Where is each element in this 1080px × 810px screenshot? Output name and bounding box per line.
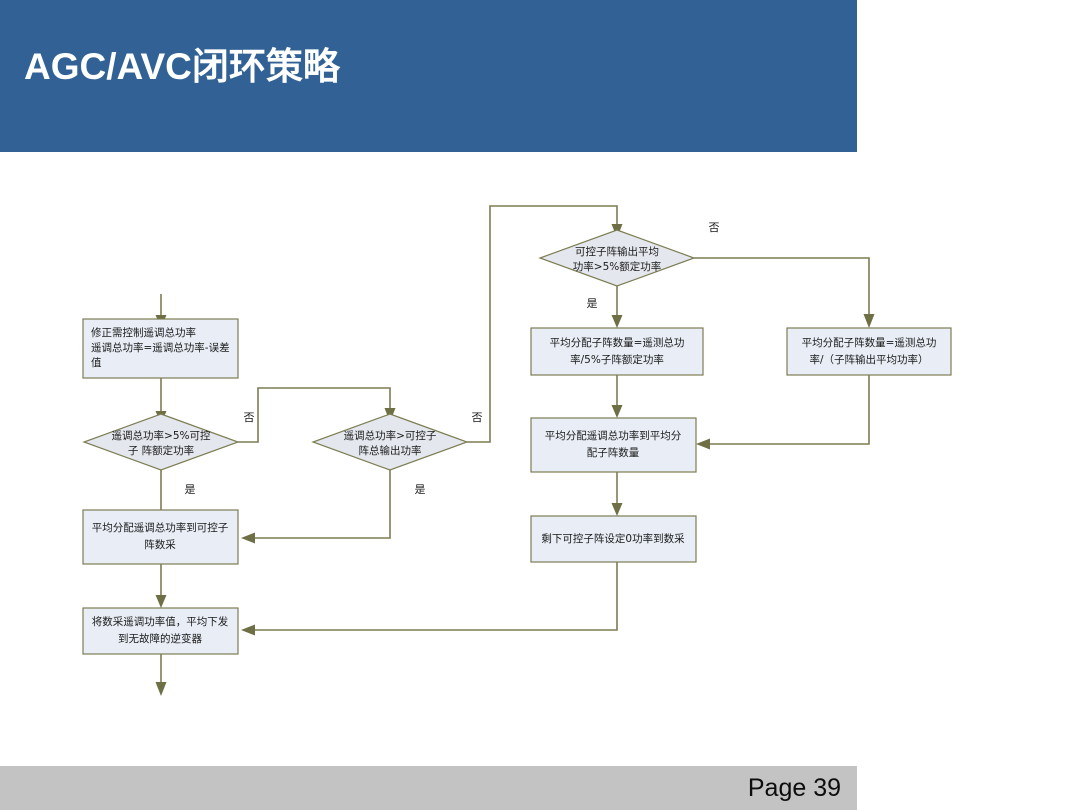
connector-distribute-to-send xyxy=(155,564,167,608)
title-bar: AGC/AVC闭环策略 xyxy=(0,0,857,152)
node-decision-avg-output[interactable]: 可控子阵输出平均 功率>5%额定功率 xyxy=(538,229,696,287)
node-decision2-line1: 遥调总功率>可控子 xyxy=(344,429,437,442)
connector-distribute-to-remaining xyxy=(611,472,623,516)
edge-label-yes-3: 是 xyxy=(587,297,598,310)
edge-label-yes-2: 是 xyxy=(415,483,426,496)
node-correct-power[interactable]: 修正需控制遥调总功率 遥调总功率=遥调总功率-误差 值 xyxy=(82,318,239,379)
connector-count5pct-to-distribute xyxy=(611,375,623,418)
page-title: AGC/AVC闭环策略 xyxy=(24,46,340,87)
node-decision3-line1: 可控子阵输出平均 xyxy=(575,245,659,258)
node-distribute-to-all[interactable]: 平均分配遥调总功率到可控子 阵数采 xyxy=(82,509,239,565)
node-send-line1: 将数采遥调功率值，平均下发 xyxy=(92,615,229,628)
node-distribute-count-line1: 平均分配遥调总功率到平均分 xyxy=(545,429,682,442)
node-correct-power-line1: 修正需控制遥调总功率 xyxy=(91,326,196,339)
connector-decision2-yes xyxy=(241,470,391,544)
node-distribute-all-line1: 平均分配遥调总功率到可控子 xyxy=(92,521,229,534)
node-decision1-line1: 遥调总功率>5%可控 xyxy=(112,429,211,442)
node-correct-power-line3: 值 xyxy=(91,356,102,369)
edge-label-yes-1: 是 xyxy=(185,483,196,496)
node-send-to-inverter[interactable]: 将数采遥调功率值，平均下发 到无故障的逆变器 xyxy=(82,607,239,655)
node-remaining-zero[interactable]: 剩下可控子阵设定0功率到数采 xyxy=(530,515,697,563)
node-count5pct-line1: 平均分配子阵数量=遥测总功 xyxy=(550,336,685,349)
node-decision-5pct-rated[interactable]: 遥调总功率>5%可控 子 阵额定功率 xyxy=(82,413,240,471)
connector-decision3-yes xyxy=(611,286,623,328)
edge-label-no-2: 否 xyxy=(472,411,483,424)
flowchart-diagram: 修正需控制遥调总功率 遥调总功率=遥调总功率-误差 值 遥调总功率>5%可控 子… xyxy=(82,205,952,696)
connector-remaining-to-send xyxy=(241,562,618,636)
connector-exit xyxy=(155,654,167,696)
node-distribute-to-count[interactable]: 平均分配遥调总功率到平均分 配子阵数量 xyxy=(530,417,697,473)
node-countavg-line1: 平均分配子阵数量=遥测总功 xyxy=(802,336,937,349)
edge-label-no-1: 否 xyxy=(244,411,255,424)
node-correct-power-line2: 遥调总功率=遥调总功率-误差 xyxy=(91,341,230,354)
node-send-line2: 到无故障的逆变器 xyxy=(118,632,202,645)
page-number: Page 39 xyxy=(747,774,841,802)
connector-countavg-to-distribute xyxy=(696,375,870,450)
node-countavg-line2: 率/（子阵输出平均功率） xyxy=(809,353,928,366)
node-count5pct-line2: 率/5%子阵额定功率 xyxy=(570,353,664,366)
node-decision1-line2: 子 阵额定功率 xyxy=(128,444,194,457)
node-decision2-line2: 阵总输出功率 xyxy=(359,444,422,457)
node-distribute-all-line2: 阵数采 xyxy=(144,538,176,551)
node-decision-total-output[interactable]: 遥调总功率>可控子 阵总输出功率 xyxy=(311,413,469,471)
edge-label-no-3: 否 xyxy=(709,221,720,234)
connector-decision3-no xyxy=(694,257,875,328)
node-decision3-line2: 功率>5%额定功率 xyxy=(573,260,661,273)
node-remaining-line1: 剩下可控子阵设定0功率到数采 xyxy=(541,532,685,545)
node-count-by-5pct[interactable]: 平均分配子阵数量=遥测总功 率/5%子阵额定功率 xyxy=(530,327,704,376)
footer-bar: Page 39 xyxy=(0,766,857,810)
node-distribute-count-line2: 配子阵数量 xyxy=(587,446,640,459)
node-count-by-avg[interactable]: 平均分配子阵数量=遥测总功 率/（子阵输出平均功率） xyxy=(786,327,952,376)
